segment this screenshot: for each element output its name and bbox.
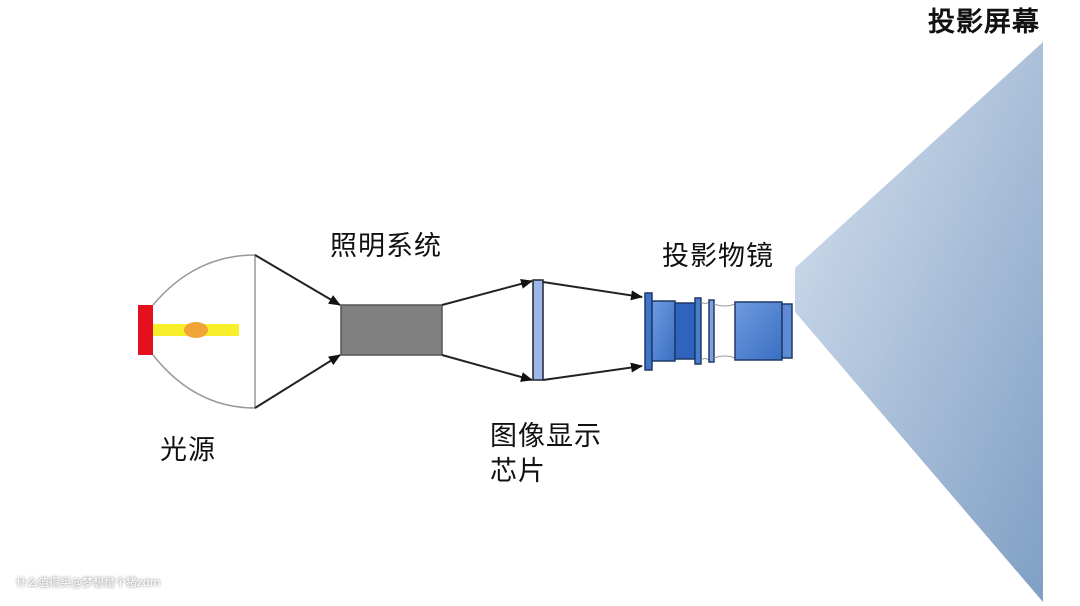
label-light-source: 光源 — [160, 435, 216, 466]
light-source — [138, 254, 256, 409]
watermark: 什么值得买@梦想是个猪zdm — [16, 576, 161, 589]
lamp-base — [138, 305, 153, 355]
projection-lens — [644, 292, 793, 371]
label-illumination-system: 照明系统 — [330, 231, 442, 262]
arrow-chip-to-lens-top — [542, 281, 643, 301]
label-image-chip-line2: 芯片 — [490, 456, 546, 487]
projection-screen — [795, 42, 1043, 602]
arrow-illum-to-chip-bottom — [441, 354, 533, 382]
filament-core — [184, 322, 208, 338]
arrow-light-to-illum-bottom — [254, 354, 341, 409]
illumination-box — [340, 304, 443, 356]
label-projection-lens: 投影物镜 — [662, 241, 774, 272]
arrow-light-to-illum-top — [254, 254, 341, 306]
image-chip — [532, 279, 544, 381]
label-projection-screen: 投影屏幕 — [928, 7, 1040, 38]
arrow-illum-to-chip-top — [441, 279, 533, 306]
label-image-chip-line1: 图像显示 — [490, 421, 602, 452]
reflector-outline — [152, 254, 256, 409]
arrow-chip-to-lens-bottom — [542, 362, 643, 381]
